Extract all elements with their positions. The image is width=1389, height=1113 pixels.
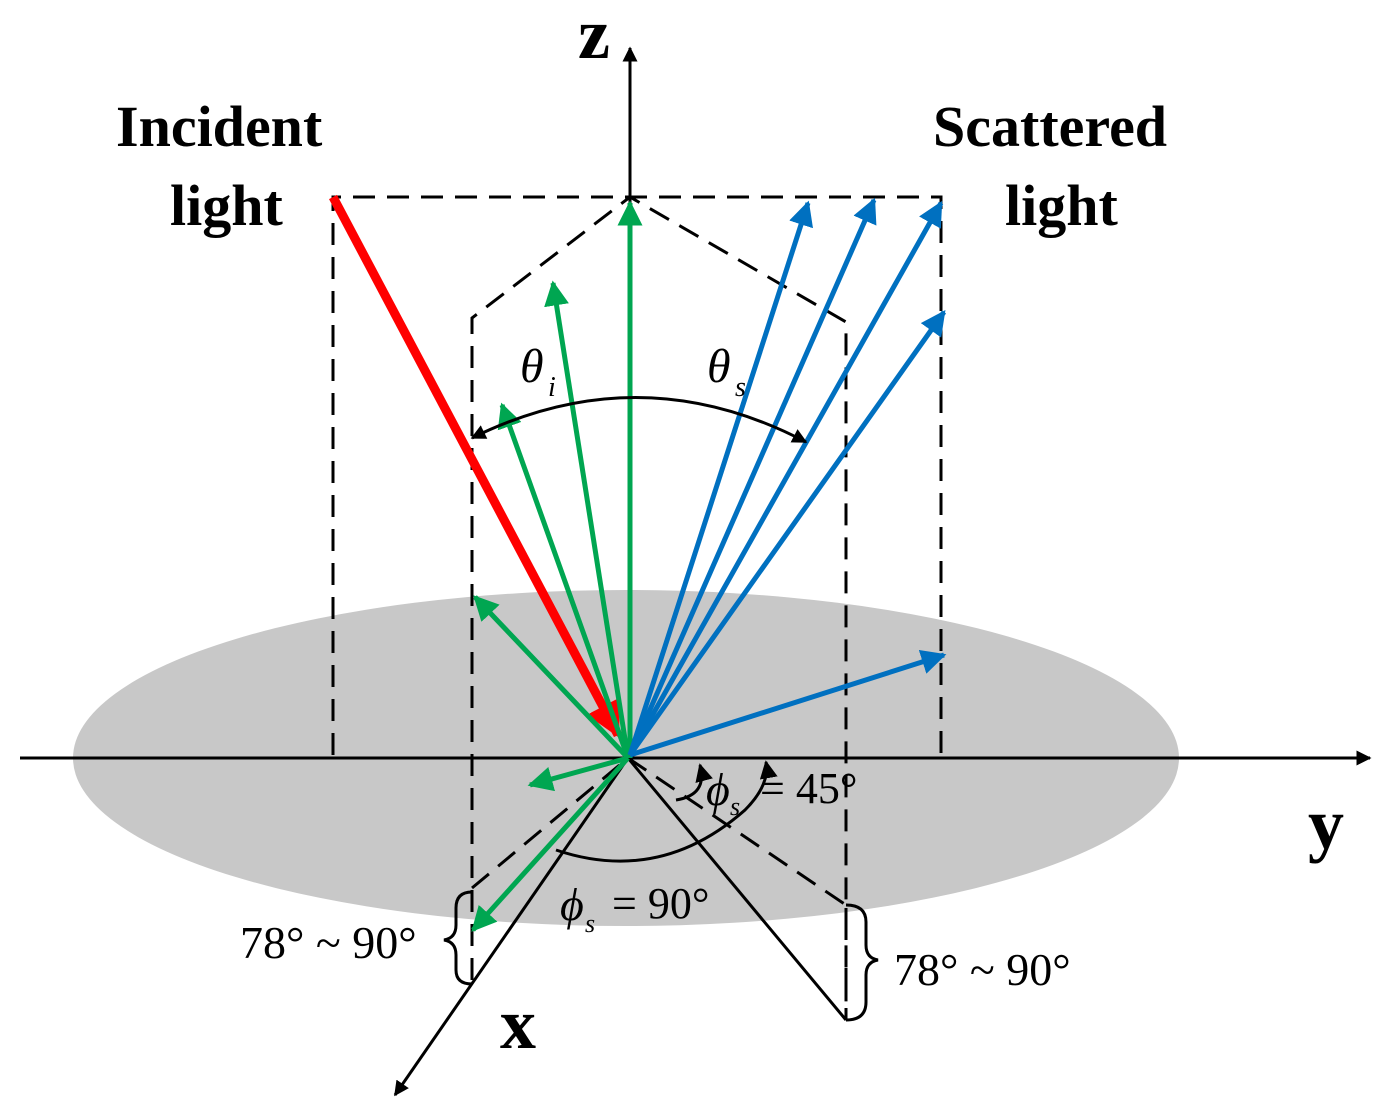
incident-light-label-line1: Incident bbox=[116, 94, 323, 159]
blue-arrow-5 bbox=[629, 649, 947, 758]
blue-arrow-1 bbox=[627, 200, 813, 756]
scattered-light-label-line2: light bbox=[1005, 173, 1118, 238]
theta-i-symbol: θ bbox=[520, 340, 544, 393]
blue-arrow-4 bbox=[627, 309, 947, 757]
phi-45-arc bbox=[675, 763, 713, 802]
phi-45-dashed-line bbox=[627, 756, 847, 907]
green-arrow-3 bbox=[473, 595, 630, 760]
scattered-light-label-line1: Scattered bbox=[933, 94, 1167, 159]
phi-45-solid-line bbox=[626, 757, 848, 1021]
blue-arrows bbox=[627, 197, 947, 758]
z-axis-label: z bbox=[578, 0, 610, 74]
phi-s-90-subscript: s bbox=[585, 909, 595, 938]
incident-light-label-line2: light bbox=[170, 173, 283, 238]
green-arrow-2 bbox=[497, 402, 631, 759]
range-brace-right bbox=[845, 903, 879, 1022]
blue-arrow-3 bbox=[627, 200, 944, 757]
x-axis-label: x bbox=[500, 984, 536, 1064]
green-arrows bbox=[471, 200, 643, 932]
green-arrow-5 bbox=[471, 756, 630, 932]
range-label-left: 78° ~ 90° bbox=[240, 917, 417, 968]
phi-s-90-value: = 90° bbox=[612, 879, 709, 928]
theta-i-subscript: i bbox=[548, 372, 556, 403]
phi-s-45-subscript: s bbox=[730, 792, 740, 821]
theta-arc bbox=[470, 396, 808, 444]
green-arrow-4 bbox=[527, 755, 629, 792]
range-label-right: 78° ~ 90° bbox=[894, 944, 1071, 995]
blue-arrow-2 bbox=[627, 197, 877, 757]
phi-90-arc bbox=[555, 760, 778, 863]
theta-s-symbol: θ bbox=[707, 340, 731, 393]
green-arrow-1 bbox=[544, 280, 631, 759]
incident-plane-frame bbox=[331, 195, 943, 760]
phi-s-90-symbol: ϕ bbox=[560, 879, 584, 930]
phi-s-45-symbol: ϕ bbox=[706, 764, 730, 815]
y-axis-label: y bbox=[1308, 784, 1344, 864]
incident-light-arrow bbox=[329, 194, 622, 739]
theta-s-subscript: s bbox=[735, 372, 746, 403]
phi-s-45-value: = 45° bbox=[760, 764, 857, 813]
range-brace-left bbox=[443, 890, 473, 986]
x-axis-line bbox=[393, 757, 630, 1097]
